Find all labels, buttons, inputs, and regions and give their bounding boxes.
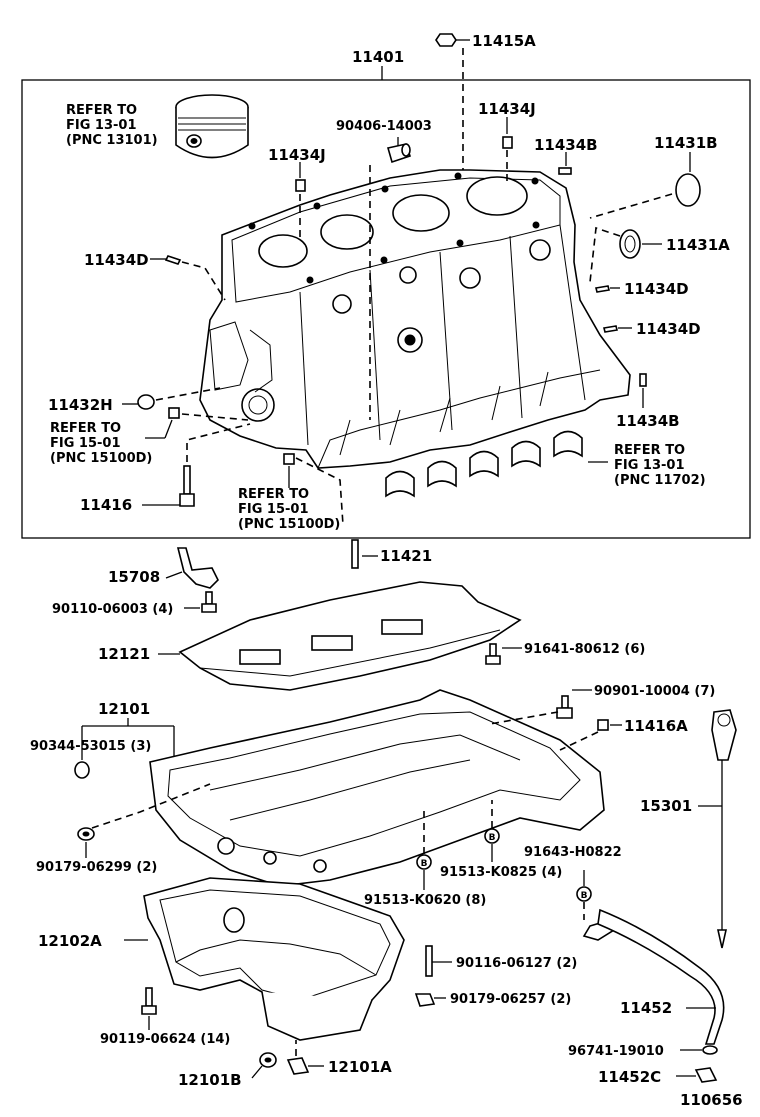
label-90110-06003: 90110-06003 (4) [52, 602, 173, 617]
label-11401: 11401 [352, 48, 404, 66]
label-11434B-a: 11434B [534, 136, 598, 154]
label-11431B: 11431B [654, 134, 718, 152]
plug-11416A [559, 719, 622, 751]
pin-11434J-a [295, 162, 306, 240]
pin-11434D-a [150, 255, 226, 301]
label-11416: 11416 [80, 496, 132, 514]
refer-15-01-b-line3: (PNC 15100D) [238, 517, 340, 532]
gasket-90179-06257 [414, 993, 446, 1007]
bolt-90119-06624 [141, 987, 157, 1030]
pin-11434J-b [502, 117, 513, 186]
label-11434D-b: 11434D [624, 280, 689, 298]
stud-91513-K0620: B [416, 810, 432, 890]
label-96741-19010: 96741-19010 [568, 1044, 664, 1059]
plug-11431B [589, 152, 701, 219]
bolt-11415A [435, 33, 470, 170]
svg-text:B: B [489, 833, 496, 843]
pin-refer-15-01-a [145, 407, 249, 439]
svg-text:B: B [421, 859, 428, 869]
label-12102A: 12102A [38, 932, 102, 950]
label-11431A: 11431A [666, 236, 730, 254]
label-11452: 11452 [620, 999, 672, 1017]
clip-11452C [676, 1067, 718, 1083]
figure-number: 110656 [680, 1091, 743, 1109]
svg-text:B: B [581, 891, 588, 901]
label-11421: 11421 [380, 547, 432, 565]
gasket-12101B [251, 1052, 277, 1079]
cylinder-block-drawing [199, 169, 631, 469]
seal-11431A [589, 226, 662, 283]
label-11416A: 11416A [624, 717, 688, 735]
label-90116-06127: 90116-06127 (2) [456, 956, 577, 971]
label-11432H: 11432H [48, 396, 113, 414]
bracket-15708 [165, 547, 219, 589]
label-91643-H0822: 91643-H0822 [524, 845, 622, 860]
label-90901-10004: 90901-10004 (7) [594, 684, 715, 699]
oring-96741-19010 [680, 1045, 718, 1055]
baffle-plate-12121 [158, 581, 522, 691]
label-12101B: 12101B [178, 1071, 242, 1089]
bolt-90116-06127 [425, 945, 452, 977]
pin-11434D-c [603, 325, 632, 333]
bolt-90901-10004 [489, 689, 592, 725]
label-11434D-a: 11434D [84, 251, 149, 269]
label-90179-06299: 90179-06299 (2) [36, 860, 157, 875]
pin-11434B-a [558, 152, 572, 175]
dipstick-guide-11452: B [576, 870, 725, 1045]
bolt-90110-06003 [184, 591, 217, 613]
plug-11432H [122, 387, 221, 410]
refer-15-01-a-line2: FIG 15-01 [50, 436, 121, 451]
main-bearings [385, 430, 608, 498]
label-90119-06624: 90119-06624 (14) [100, 1032, 230, 1047]
oil-pan-upper-12101 [149, 689, 605, 887]
label-11434J-b: 11434J [478, 100, 536, 118]
refer-15-01-a-line3: (PNC 15100D) [50, 451, 152, 466]
plug-90406-14003 [369, 137, 412, 420]
label-11434B-b: 11434B [616, 412, 680, 430]
label-90179-06257: 90179-06257 (2) [450, 992, 571, 1007]
refer-11702-line3: (PNC 11702) [614, 473, 706, 488]
label-11434D-c: 11434D [636, 320, 701, 338]
label-12101: 12101 [98, 700, 150, 718]
pin-refer-15-01-b [283, 453, 344, 526]
refer-13-01-line3: (PNC 13101) [66, 133, 158, 148]
label-11452C: 11452C [598, 1068, 661, 1086]
refer-13-01-line2: FIG 13-01 [66, 118, 137, 133]
cylinder-block-frame [21, 79, 751, 539]
label-90406-14003: 90406-14003 [336, 119, 432, 134]
refer-13-01-line1: REFER TO [66, 103, 137, 118]
refer-15-01-b-line1: REFER TO [238, 487, 309, 502]
pin-11434D-b [595, 285, 620, 293]
refer-15-01-a-line1: REFER TO [50, 421, 121, 436]
label-11415A: 11415A [472, 32, 536, 50]
bolt-91641-80612 [485, 643, 522, 665]
drain-plug-12101A [286, 1040, 324, 1075]
plug-90344-53015 [74, 742, 90, 779]
label-91641-80612: 91641-80612 (6) [524, 642, 645, 657]
dipstick-15301 [698, 709, 737, 949]
label-91513-K0825: 91513-K0825 (4) [440, 865, 562, 880]
label-90344-53015: 90344-53015 (3) [30, 739, 151, 754]
label-15301: 15301 [640, 797, 692, 815]
label-11434J-a: 11434J [268, 146, 326, 164]
piston-drawing [175, 94, 249, 159]
label-15708: 15708 [108, 568, 160, 586]
stud-91513-K0825: B [484, 800, 500, 862]
refer-11702-line1: REFER TO [614, 443, 685, 458]
stud-11421 [351, 539, 378, 569]
label-12121: 12121 [98, 645, 150, 663]
refer-11702-line2: FIG 13-01 [614, 458, 685, 473]
label-12101A: 12101A [328, 1058, 392, 1076]
refer-15-01-b-line2: FIG 15-01 [238, 502, 309, 517]
gasket-90179-06299 [77, 783, 211, 858]
bolt-11416 [142, 423, 251, 507]
label-91513-K0620: 91513-K0620 (8) [364, 893, 486, 908]
pin-11434B-b [639, 373, 647, 408]
oil-pan-lower-12102A [124, 877, 405, 1041]
